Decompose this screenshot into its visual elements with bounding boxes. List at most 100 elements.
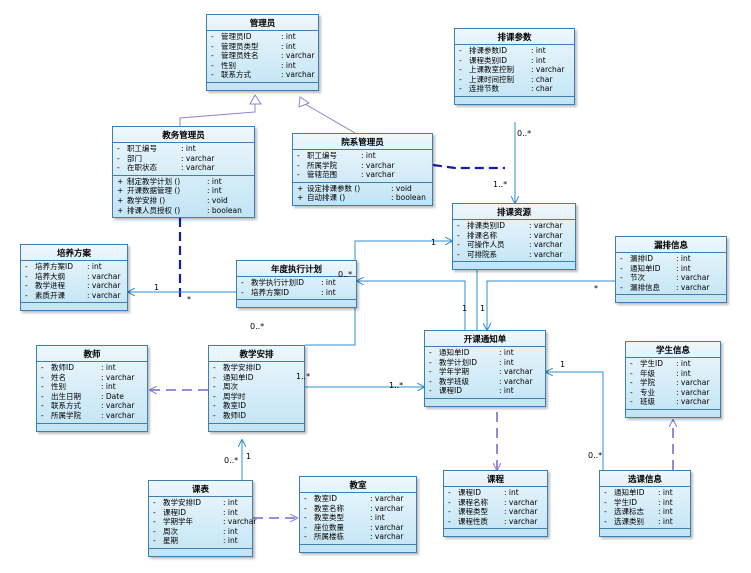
- class-course[interactable]: 课程 -课程ID: int-课程名称: varchar-课程类型: varcha…: [443, 470, 548, 538]
- member-type: : varchar: [101, 410, 135, 420]
- member-name: 漏排信息: [630, 282, 660, 292]
- visibility-marker: -: [41, 372, 44, 382]
- member-name: 教学进程: [35, 281, 65, 291]
- visibility-marker: +: [117, 205, 124, 215]
- visibility-marker: -: [213, 410, 216, 420]
- member-name: 周学时: [223, 391, 246, 401]
- class-scheduling-resources[interactable]: 排课资源 -排课类别ID: varchar-排课名称: varchar-可操作人…: [452, 203, 576, 271]
- multiplicity-plan-one: 1: [154, 283, 160, 292]
- multiplicity-timetable-many: 0..*: [224, 456, 239, 465]
- class-annual-plan[interactable]: 年度执行计划 -教学执行计划ID: int-培养方案ID: int: [236, 260, 357, 309]
- member-name: 班级: [640, 397, 655, 407]
- class-course-notice[interactable]: 开课通知单 -通知单ID: int-教学计划ID: int-学年学期: varc…: [424, 330, 546, 407]
- member-name: 在职状态: [127, 163, 157, 173]
- class-dept-admin[interactable]: 院系管理员 -职工编号: int-所属学院: varchar-管辖范围: var…: [292, 133, 433, 206]
- member-row: -通知单ID: [213, 373, 301, 383]
- visibility-marker: -: [459, 55, 462, 65]
- member-name: 学年学期: [439, 367, 469, 377]
- visibility-marker: -: [604, 516, 607, 526]
- visibility-marker: -: [153, 517, 156, 527]
- visibility-marker: -: [213, 382, 216, 392]
- visibility-marker: -: [213, 363, 216, 372]
- member-name: 连排节数: [469, 84, 499, 94]
- member-row: -可操作人员: varchar: [457, 240, 572, 250]
- visibility-marker: -: [304, 494, 307, 503]
- member-name: 课程类型: [458, 507, 488, 517]
- class-academic-admin[interactable]: 教务管理员 -职工编号: int-部门: varchar-在职状态: varch…: [112, 126, 255, 219]
- member-type: : void: [391, 183, 412, 193]
- assoc-selection-notice: [546, 372, 604, 474]
- class-teacher[interactable]: 教师 -教师ID: int-姓名: varchar-性别: int-出生日期: …: [36, 345, 148, 432]
- member-type: : int: [504, 488, 519, 497]
- member-name: 培养方案ID: [35, 262, 73, 271]
- class-title: 排课参数: [455, 29, 574, 45]
- multiplicity-timetable-one: 1: [246, 452, 252, 461]
- member-type: : int: [658, 507, 673, 517]
- member-name: 职工编号: [127, 144, 157, 153]
- member-row: -姓名: varchar: [41, 373, 144, 383]
- member-row: -课程ID: int: [448, 488, 544, 498]
- class-course-selection[interactable]: 选课信息 -通知单ID: int-学生ID: int-选课标志: int-选课类…: [599, 470, 691, 538]
- member-row: -通知单ID: int: [604, 488, 687, 498]
- member-row: +教学安排 (): void: [117, 196, 251, 206]
- visibility-marker: -: [211, 70, 214, 80]
- class-title: 课表: [149, 481, 252, 497]
- member-row: -排课名称: varchar: [457, 231, 572, 241]
- member-row: -星期: int: [153, 536, 249, 546]
- member-name: 素质开课: [35, 290, 65, 300]
- class-admin[interactable]: 管理员 -管理员ID: int-管理员类型: int-管理员姓名: varcha…: [206, 14, 319, 91]
- visibility-marker: -: [457, 240, 460, 250]
- visibility-marker: -: [604, 507, 607, 517]
- class-missed-info[interactable]: 漏排信息 -漏排ID: int-通知单ID: int-节次: varchar-漏…: [615, 236, 727, 304]
- member-type: : int: [499, 357, 514, 367]
- class-scheduling-params[interactable]: 排课参数 -排课参数ID: int-课程类别ID: int-上课教室控制: va…: [454, 28, 575, 105]
- member-name: 学期学年: [163, 517, 193, 527]
- class-title: 教师: [37, 346, 147, 362]
- visibility-marker: -: [459, 84, 462, 94]
- multiplicity-resources-one: 1: [431, 238, 437, 247]
- member-type: : varchar: [504, 507, 538, 517]
- visibility-marker: -: [211, 51, 214, 61]
- visibility-marker: -: [429, 348, 432, 357]
- member-row: -学生ID: int: [630, 359, 717, 369]
- visibility-marker: -: [448, 507, 451, 517]
- member-type: : int: [223, 536, 238, 546]
- class-teaching-arrangement[interactable]: 教学安排 -教学安排ID-通知单ID-周次-周学时-教室ID-教师ID: [208, 345, 305, 432]
- member-row: -联系方式: varchar: [211, 70, 315, 80]
- multiplicity-arr-many: 1..*: [296, 372, 311, 381]
- attribute-list: -排课参数ID: int-课程类别ID: int-上课教室控制: varchar…: [455, 45, 574, 96]
- member-row: -教学安排ID: int: [153, 498, 249, 508]
- member-name: 学院: [640, 378, 655, 388]
- class-training-plan[interactable]: 培养方案 -培养方案ID: int-培养大纲: varchar-教学进程: va…: [20, 244, 128, 312]
- visibility-marker: +: [117, 186, 124, 196]
- operation-list: [626, 408, 720, 417]
- member-row: -学年学期: varchar: [429, 367, 542, 377]
- member-name: 选课标志: [614, 507, 644, 517]
- multiplicity-plan-many: *: [187, 295, 191, 304]
- member-type: : int: [676, 359, 691, 368]
- generalization-arrowhead-right: [298, 96, 311, 108]
- member-type: : int: [531, 46, 546, 55]
- member-row: -教学安排ID: [213, 363, 301, 373]
- class-timetable[interactable]: 课表 -教学安排ID: int-课程ID: int-学期学年: varchar-…: [148, 480, 256, 557]
- class-classroom[interactable]: 教室 -教室ID: varchar-教室名称: varchar-教室类型: in…: [299, 476, 417, 553]
- class-title: 课程: [444, 471, 547, 487]
- visibility-marker: -: [429, 376, 432, 386]
- attribute-list: -通知单ID: int-学生ID: int-选课标志: int-选课类别: in…: [600, 487, 690, 528]
- member-row: -通知单ID: int: [429, 348, 542, 358]
- member-row: -所属楼栋: varchar: [304, 532, 413, 542]
- class-title: 院系管理员: [293, 134, 432, 150]
- member-type: : varchar: [676, 378, 710, 388]
- visibility-marker: -: [153, 536, 156, 546]
- member-row: -教学进程: varchar: [25, 281, 124, 291]
- member-name: 漏排ID: [630, 254, 653, 263]
- member-type: : varchar: [361, 170, 395, 180]
- member-name: 年级: [640, 368, 655, 378]
- operation-list: [209, 422, 304, 431]
- member-type: : boolean: [391, 193, 426, 203]
- member-row: -管理员ID: int: [211, 32, 315, 42]
- generalization-dept-admin: [304, 103, 356, 134]
- class-student-info[interactable]: 学生信息 -学生ID: int-年级: int-学院: varchar-专业: …: [625, 341, 721, 418]
- member-row: -教学计划ID: int: [429, 358, 542, 368]
- visibility-marker: -: [457, 221, 460, 230]
